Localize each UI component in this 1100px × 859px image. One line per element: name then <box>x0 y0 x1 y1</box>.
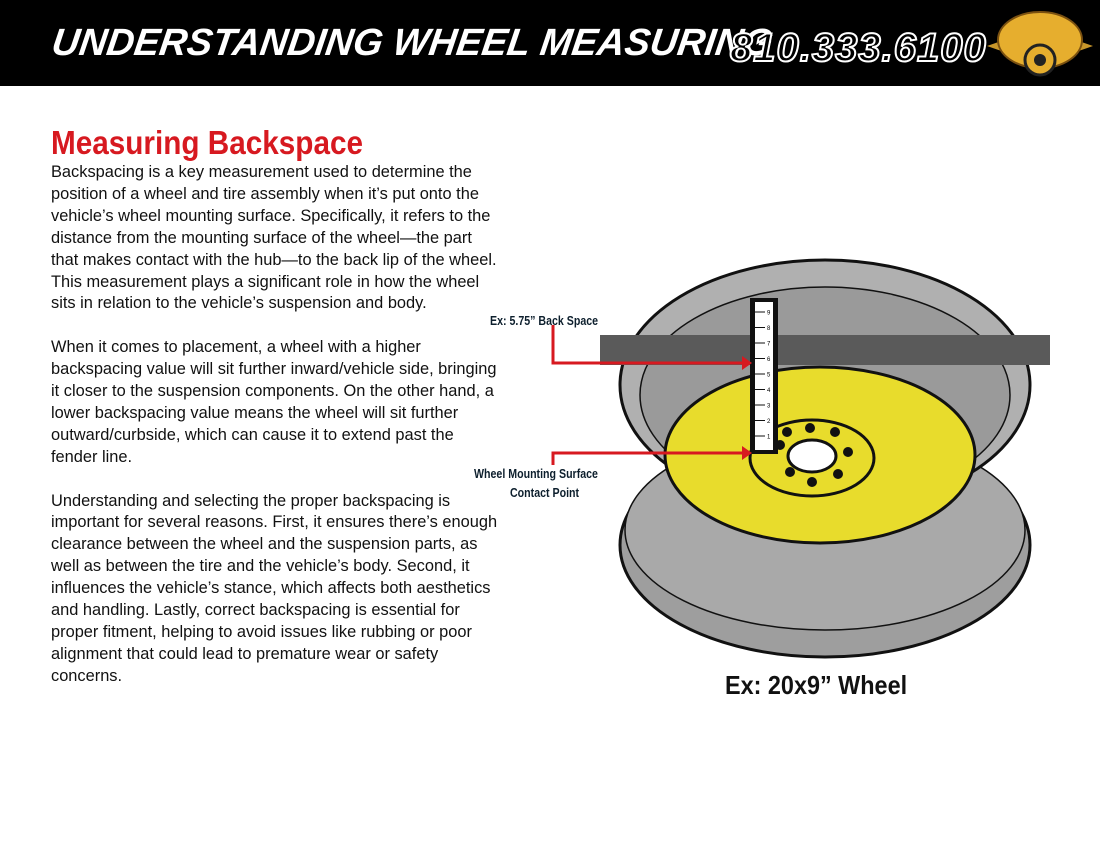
phone-number: 810.333.6100 <box>729 25 987 71</box>
ruler-tick-label: 6 <box>767 357 771 363</box>
ruler-tick-label: 7 <box>767 342 771 348</box>
paragraph: Backspacing is a key measurement used to… <box>51 163 497 313</box>
header-bar: UNDERSTANDING WHEEL MEASURING 810.333.61… <box>0 0 1100 86</box>
section-heading: Measuring Backspace <box>51 124 364 161</box>
ruler-tick-label: 8 <box>767 326 771 332</box>
paragraph: Understanding and selecting the proper b… <box>51 491 498 685</box>
ruler-tick-label: 3 <box>767 404 771 410</box>
ruler-tick-label: 5 <box>767 373 771 379</box>
mounting-surface-label: Wheel Mounting Surface <box>474 467 598 481</box>
contact-point-label: Contact Point <box>510 486 580 500</box>
straight-edge-bar <box>600 335 1050 365</box>
ruler-tick-label: 2 <box>767 419 771 425</box>
ruler-tick-label: 4 <box>767 388 771 394</box>
paragraph: When it comes to placement, a wheel with… <box>51 338 497 466</box>
ruler-tick-label: 9 <box>767 311 771 317</box>
backspace-label: Ex: 5.75” Back Space <box>490 314 599 328</box>
ruler-tick-label: 1 <box>767 435 771 441</box>
wheel-caption: Ex: 20x9” Wheel <box>725 670 908 700</box>
company-logo <box>987 11 1093 77</box>
body-text: Backspacing is a key measurement used to… <box>51 162 501 710</box>
